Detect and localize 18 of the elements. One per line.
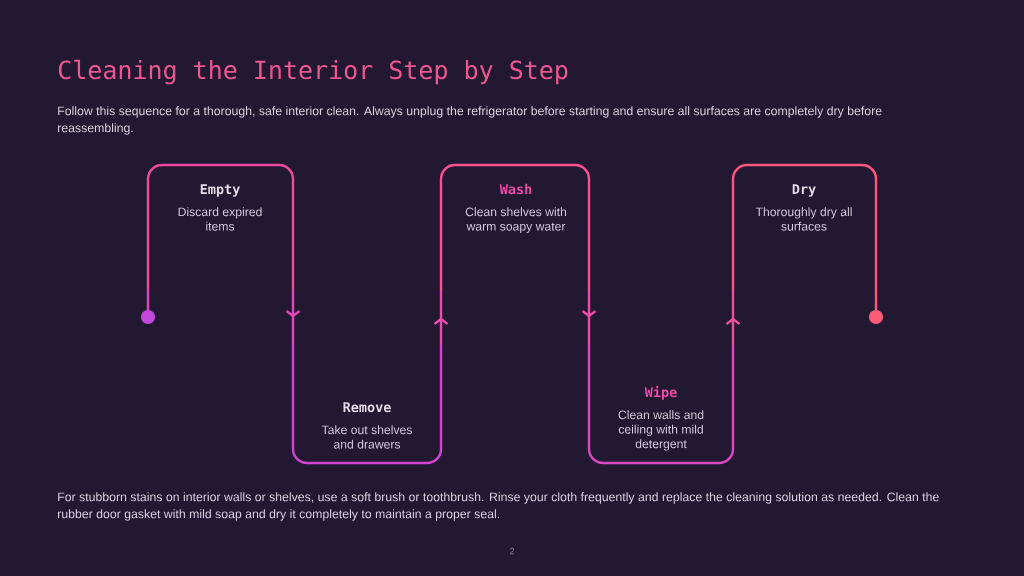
heading: Cleaning the Interior Step by Step bbox=[58, 59, 568, 85]
paragraph: For stubborn stains on interior walls or shelves, use a soft brush or toothbrush. Rinse your cloth frequently and replace the cleaning solution as needed. Clean the rubber door gasket with mild soap and dry it completely to maintain a proper seal. bbox=[58, 492, 939, 521]
step-description: Take out shelves and drawers bbox=[321, 425, 412, 449]
dot bbox=[141, 310, 155, 324]
dot bbox=[869, 310, 883, 324]
line bbox=[874, 290, 878, 310]
paragraph: Follow this sequence for a thorough, safe interior clean. Always unplug the refrigerator before starting and ensure all surfaces are completely dry before reassembling. bbox=[58, 106, 882, 135]
step-description: Clean shelves with warm soapy water bbox=[465, 207, 567, 234]
step-title: Wash bbox=[499, 183, 532, 195]
line bbox=[146, 290, 150, 310]
page-number: 2 bbox=[509, 547, 515, 555]
step-description: Thoroughly dry all surfaces bbox=[755, 207, 852, 231]
step-title: Wipe bbox=[644, 386, 677, 400]
step-title: Remove bbox=[343, 402, 391, 413]
step-title: Dry bbox=[792, 184, 816, 197]
step-description: Discard expired items bbox=[178, 207, 262, 231]
step-title: Empty bbox=[200, 184, 240, 197]
step-description: Clean walls and ceiling with mild detergent bbox=[618, 410, 704, 451]
